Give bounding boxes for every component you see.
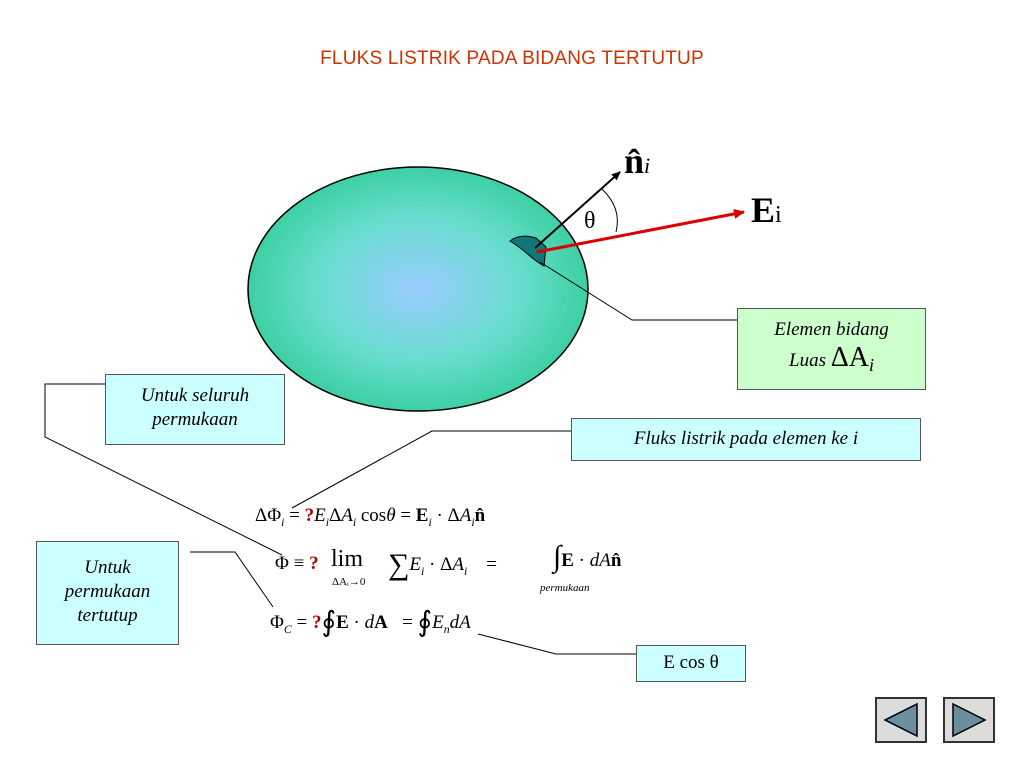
e-cos-theta-box: E cos θ xyxy=(636,645,746,682)
connector-element xyxy=(539,261,738,321)
lim-subscript: ΔAᵢ→0 xyxy=(332,576,366,588)
permukaan-subscript: permukaan xyxy=(540,582,590,594)
connector-e-cos xyxy=(477,633,636,655)
arrow-right-icon xyxy=(952,702,987,738)
element-area-line1: Elemen bidang xyxy=(774,319,889,340)
sum-expression: ∑Ei · ΔAi = xyxy=(388,548,497,581)
field-vector-arrow xyxy=(536,208,745,254)
theta-arc xyxy=(601,188,618,233)
connector-whole-surface xyxy=(44,383,283,556)
field-vector-label: Ei xyxy=(751,190,782,230)
flux-element-box: Fluks listrik pada elemen ke i xyxy=(571,418,921,461)
closed-surface-box: Untuk permukaan tertutup xyxy=(36,541,179,645)
element-area-box: Elemen bidang Luas ΔAi xyxy=(737,308,926,390)
surface-integral: ∫E · dAn̂ xyxy=(553,540,622,573)
equation-closed-flux: ΦC = ?∮E · dA = ∮EndA xyxy=(270,607,471,638)
connector-flux-element xyxy=(291,430,571,509)
element-area-line2: Luas ΔAi xyxy=(789,342,874,375)
next-button[interactable] xyxy=(943,697,995,743)
gaussian-surface xyxy=(247,166,589,412)
normal-vector-arrow xyxy=(534,171,621,249)
whole-surface-box: Untuk seluruh permukaan xyxy=(105,374,285,445)
lim-operator: lim xyxy=(331,546,364,572)
normal-vector-label: n̂i xyxy=(624,141,651,181)
previous-button[interactable] xyxy=(875,697,927,743)
connector-closed-surface xyxy=(190,551,274,608)
page-title: FLUKS LISTRIK PADA BIDANG TERTUTUP xyxy=(320,48,704,69)
equation-flux-element: ΔΦi = ?EiΔAi cosθ = Ei · ΔAin̂ xyxy=(255,505,486,529)
surface-element-patch xyxy=(509,235,547,267)
theta-label: θ xyxy=(584,208,596,234)
arrow-left-icon xyxy=(883,702,918,738)
equation-flux-surface: Φ ≡ ? xyxy=(275,553,319,574)
